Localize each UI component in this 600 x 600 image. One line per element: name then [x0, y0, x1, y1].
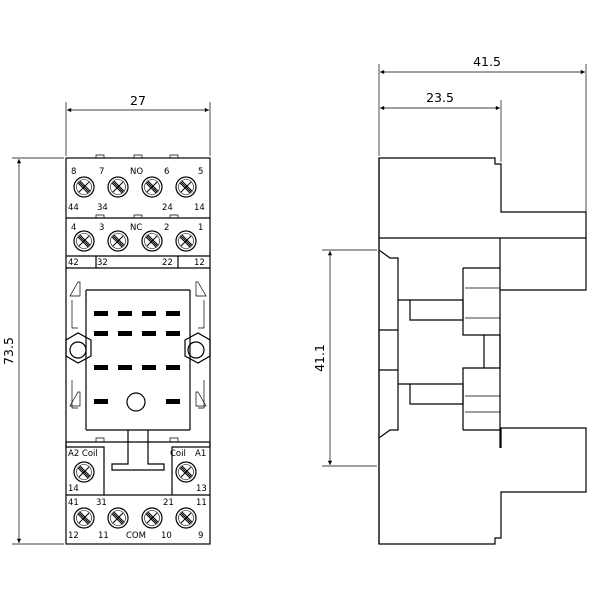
pin-label-42: 42 [68, 258, 79, 268]
screw-terminal-icon [141, 176, 163, 198]
terminals-row1 [73, 176, 197, 198]
pin-label-32: 32 [97, 258, 108, 268]
dimension-front-height: 73.5 [1, 157, 64, 545]
pin-label-2: 2 [164, 223, 169, 233]
pin-label-coil-14: 14 [68, 484, 79, 494]
pin-label-9: 9 [198, 531, 203, 541]
socket-frame [66, 256, 210, 431]
pin-label-22: 22 [162, 258, 173, 268]
screw-terminal-icon [175, 230, 197, 252]
pin-label-4: 4 [71, 223, 76, 233]
pin-label-no: NO [130, 167, 143, 177]
dimension-label-41-1: 41.1 [312, 344, 327, 372]
pin-label-nc: NC [130, 223, 142, 233]
pin-label-1: 1 [198, 223, 203, 233]
dimension-side-rail-height: 41.1 [312, 249, 377, 467]
pin-label-5: 5 [198, 167, 203, 177]
screw-terminal-icon [175, 176, 197, 198]
dimension-label-41-5: 41.5 [473, 54, 501, 69]
pin-label-3: 3 [99, 223, 104, 233]
terminals-row4 [73, 507, 197, 529]
pin-label-com: COM [126, 531, 146, 541]
pin-label-6: 6 [164, 167, 169, 177]
screw-terminal-icon [107, 230, 129, 252]
pin-label-44: 44 [68, 203, 79, 213]
center-tee [111, 430, 165, 471]
screw-terminal-icon [141, 507, 163, 529]
screw-terminal-icon [141, 230, 163, 252]
coil-pin-hole [126, 392, 146, 412]
mounting-hole-right [184, 332, 211, 364]
pin-label-34: 34 [97, 203, 108, 213]
pin-label-10: 10 [161, 531, 172, 541]
pin-label-14: 14 [194, 203, 205, 213]
screw-terminal-icon [73, 461, 95, 483]
side-outline [378, 157, 587, 239]
pin-label-41: 41 [68, 498, 79, 508]
screw-terminal-icon [175, 507, 197, 529]
pin-label-8: 8 [71, 167, 76, 177]
terminals-coil [73, 461, 197, 483]
pin-label-12-bottom: 12 [68, 531, 79, 541]
screw-terminal-icon [107, 176, 129, 198]
side-view [378, 157, 587, 545]
coil-label-coil: Coil [170, 449, 186, 459]
dimension-side-partial-width: 23.5 [380, 90, 502, 162]
pin-label-7: 7 [99, 167, 104, 177]
pin-label-11-top: 11 [196, 498, 207, 508]
pin-label-12: 12 [194, 258, 205, 268]
pin-label-24: 24 [162, 203, 173, 213]
screw-terminal-icon [73, 230, 95, 252]
dimension-side-total-width: 41.5 [378, 54, 587, 236]
coil-label-a2: A2 Coil [68, 449, 98, 459]
contact-slots [94, 311, 180, 404]
terminals-row2 [73, 230, 197, 252]
screw-terminal-icon [73, 507, 95, 529]
dimension-front-width: 27 [65, 93, 211, 156]
front-view: 8 7 NO 6 5 44 34 24 14 4 3 NC 2 1 42 32 … [65, 154, 211, 545]
coil-label-a1: A1 [195, 449, 206, 459]
mounting-hole-left [65, 332, 92, 364]
screw-terminal-icon [73, 176, 95, 198]
dimension-label-73-5: 73.5 [1, 337, 16, 365]
pin-label-coil-13: 13 [196, 484, 207, 494]
pin-label-31: 31 [96, 498, 107, 508]
pin-label-11-bottom: 11 [98, 531, 109, 541]
screw-terminal-icon [107, 507, 129, 529]
dimension-label-27: 27 [130, 93, 146, 108]
pin-label-21: 21 [163, 498, 174, 508]
screw-terminal-icon [175, 461, 197, 483]
dimension-label-23-5: 23.5 [426, 90, 454, 105]
